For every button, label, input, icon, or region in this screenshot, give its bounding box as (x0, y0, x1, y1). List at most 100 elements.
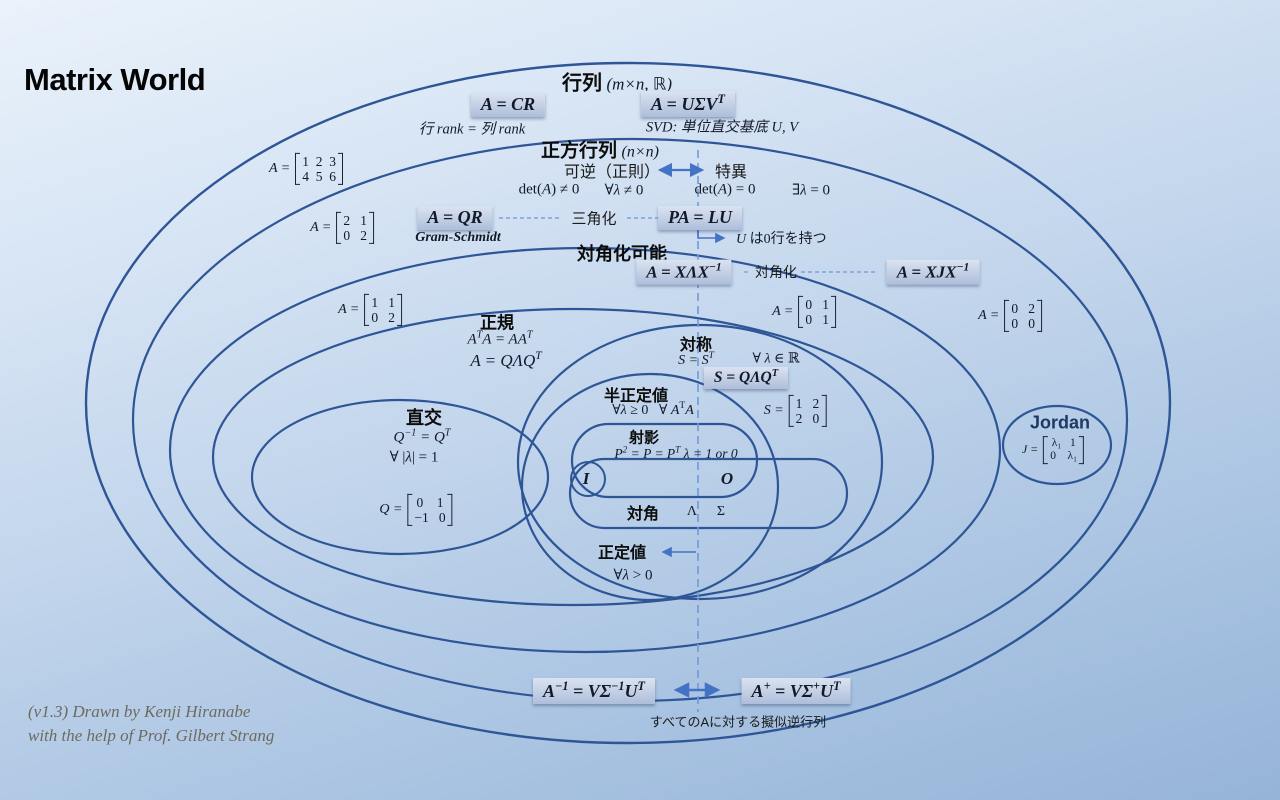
ellipse-normal (211, 307, 935, 607)
matrix-row: 2 0 (795, 411, 820, 426)
ellipse-matrices (84, 61, 1172, 745)
label-lambda: Λ (686, 504, 698, 519)
matrix-rect: A = 1 2 3 4 5 6 (269, 152, 343, 186)
label-singular: 特異 (714, 164, 748, 181)
credit-text: (v1.3) Drawn by Kenji Hiranabe with the … (28, 700, 274, 748)
matrix-row: 0 2 (1011, 300, 1035, 316)
set-label-orthogonal: 直交 (406, 408, 442, 428)
matrix-brackets: 2 1 0 2 (336, 211, 374, 245)
stadium-diagonal (568, 457, 849, 530)
matrix-row: 1 2 (795, 395, 820, 411)
set-label-jordan: Jordan (1029, 412, 1091, 433)
set-dims: (n×n) (621, 143, 659, 161)
note-u-zero-row: U は0行を持つ (736, 232, 827, 247)
label-identity: I (582, 469, 590, 488)
matrix-row: 1 1 (371, 294, 395, 310)
matrix-prefix: A = (310, 220, 332, 235)
matrix-brackets: λ₁ 1 0 λ₁ (1043, 436, 1084, 464)
matrix-nilpotent: A = 0 2 0 0 (978, 299, 1042, 333)
formula-det-nonzero: det(A) ≠ 0 (518, 181, 580, 198)
ellipse-jordan (1001, 404, 1113, 486)
formula-pd: ∀λ > 0 (613, 567, 653, 584)
matrix-brackets: 1 2 2 0 (788, 394, 827, 428)
matrix-prefix: Q = (379, 502, 403, 517)
formula-eigen-nonzero: ∀λ ≠ 0 (604, 182, 644, 199)
set-name: 正方行列 (541, 140, 618, 162)
formula-det-zero: det(A) = 0 (694, 181, 756, 198)
formula-symmetric-eigen: ∀ λ ∈ ℝ (752, 351, 800, 367)
matrix-row: 1 2 3 (302, 153, 336, 169)
ellipse-square-matrices (131, 137, 1129, 703)
circle-identity (570, 461, 606, 497)
formula-symmetric-1: S = ST (678, 351, 714, 368)
matrix-row: 0 1 (805, 312, 829, 327)
set-label-normal: 正規 (480, 313, 514, 333)
matrix-row: 4 5 6 (302, 169, 336, 184)
matrix-brackets: 1 2 3 4 5 6 (295, 152, 343, 186)
credit-line-1: (v1.3) Drawn by Kenji Hiranabe (28, 702, 251, 721)
matrix-row: 0 λ₁ (1050, 450, 1078, 462)
formula-normal-2: A = QΛQT (470, 349, 542, 370)
formula-orthogonal-eigen: ∀ |λ| = 1 (389, 449, 439, 466)
formula-svd: A = UΣVT (641, 91, 735, 117)
matrix-row: 0 0 (1011, 316, 1035, 331)
set-dims: (m×n, ℝ) (606, 74, 672, 94)
matrix-prefix: J = (1021, 442, 1039, 457)
set-label-symmetric: 対称 (679, 337, 713, 354)
formula-psd: ∀λ ≥ 0 ∀ ATA (612, 401, 694, 418)
formula-cr: A = CR (470, 93, 546, 117)
ellipse-orthogonal (250, 398, 550, 556)
matrix-row: 2 1 (343, 212, 367, 228)
matrix-row: 0 2 (371, 310, 395, 325)
matrix-brackets: 1 1 0 2 (364, 293, 402, 327)
formula-pseudoinverse: A+ = VΣ+UT (741, 678, 851, 704)
set-label-diagonalizable: 対角化可能 (577, 244, 667, 264)
matrix-row: λ₁ 1 (1051, 437, 1076, 450)
matrix-row: 0 1 (805, 296, 829, 312)
label-diagonalize: 対角化 (755, 264, 797, 280)
set-label-projection: 射影 (628, 429, 660, 447)
matrix-symmetric-example: S = 1 2 2 0 (763, 394, 827, 428)
set-name: 行列 (562, 72, 602, 95)
formula-inverse: A−1 = VΣ−1UT (533, 678, 655, 704)
matrix-proj-like: A = 0 1 0 1 (772, 295, 836, 329)
matrix-row: 0 1 (416, 494, 444, 510)
formula-qr: A = QR (417, 206, 493, 230)
matrix-row: 0 2 (343, 228, 367, 243)
ellipse-diagonalizable (168, 246, 1002, 654)
note-rank: 行 rank = 列 rank (418, 121, 526, 138)
matrix-brackets: 0 2 0 0 (1004, 299, 1042, 333)
matrix-brackets: 0 1 0 1 (798, 295, 836, 329)
formula-orthogonal-1: Q−1 = QT (393, 427, 451, 446)
matrix-prefix: S = (763, 403, 784, 418)
formula-normal-1: ATA = AAT (467, 329, 533, 348)
note-gram-schmidt: Gram-Schmidt (415, 230, 501, 245)
matrix-prefix: A = (269, 161, 291, 176)
matrix-prefix: A = (772, 304, 794, 319)
matrix-rotation-example: Q = 0 1 −1 0 (379, 493, 453, 527)
page-title: Matrix World (24, 62, 206, 97)
note-pseudoinverse: すべてのAに対する擬似逆行列 (649, 714, 827, 730)
set-label-diagonal: 対角 (626, 506, 660, 523)
label-triangularize: 三角化 (571, 210, 617, 228)
set-label-positive-definite: 正定値 (597, 545, 647, 562)
formula-symmetric-spectral: S = QΛQT (703, 366, 789, 390)
formula-jordan-decomposition: A = XJX−1 (886, 259, 980, 285)
matrix-shear: A = 2 1 0 2 (310, 211, 374, 245)
set-label-square: 正方行列 (n×n) (541, 136, 659, 163)
label-sigma: Σ (716, 504, 726, 519)
label-zero: O (720, 469, 734, 488)
matrix-brackets: 0 1 −1 0 (407, 493, 453, 527)
credit-line-2: with the help of Prof. Gilbert Strang (28, 725, 275, 745)
matrix-prefix: A = (338, 302, 360, 317)
formula-eigendecomposition: A = XΛX−1 (636, 259, 732, 285)
matrix-upper: A = 1 1 0 2 (338, 293, 402, 327)
set-label-matrices: 行列 (m×n, ℝ) (562, 67, 672, 96)
formula-palu: PA = LU (658, 206, 742, 230)
matrix-row: −1 0 (414, 510, 446, 525)
formula-projection: P2 = P = PT λ = 1 or 0 (614, 444, 738, 461)
matrix-prefix: A = (978, 308, 1000, 323)
ellipse-psd (520, 372, 780, 602)
